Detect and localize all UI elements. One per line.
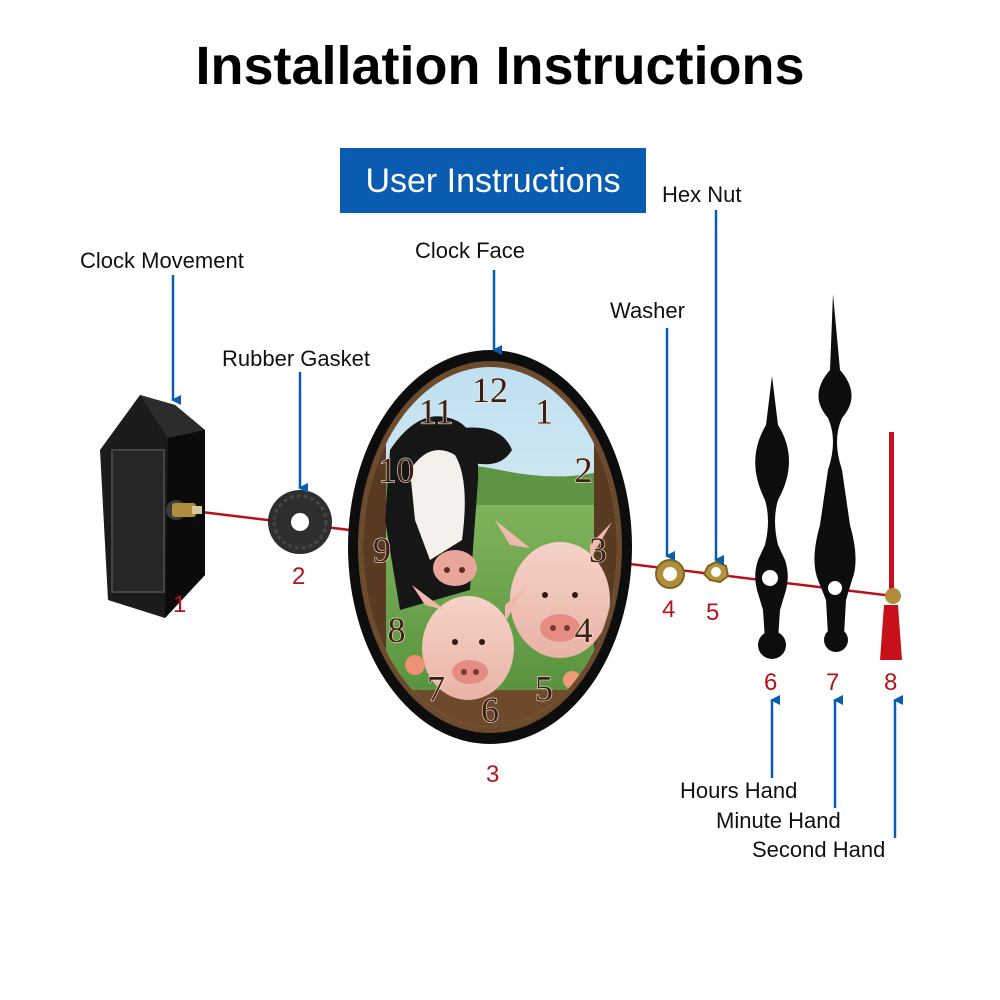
part-number-3: 3 — [486, 761, 499, 788]
label-second-hand: Second Hand — [752, 837, 885, 862]
user-instructions-label: User Instructions — [365, 162, 620, 200]
label-clock-movement: Clock Movement — [80, 248, 244, 273]
minute-hand — [814, 294, 856, 652]
pig-right-illustration — [495, 520, 612, 658]
label-washer: Washer — [610, 298, 685, 323]
dial-number: 6 — [481, 690, 499, 730]
hex-nut — [702, 560, 730, 584]
part-number-8: 8 — [884, 669, 897, 696]
dial-number: 7 — [427, 669, 445, 709]
dial-number: 8 — [388, 610, 406, 650]
label-rubber-gasket: Rubber Gasket — [222, 346, 370, 371]
clock-movement — [100, 395, 205, 618]
washer — [655, 559, 685, 589]
part-number-5: 5 — [706, 599, 719, 626]
part-number-4: 4 — [662, 596, 675, 623]
hours-hand — [755, 376, 789, 659]
rubber-gasket — [268, 490, 332, 554]
dial-number: 4 — [575, 610, 593, 650]
part-number-1: 1 — [173, 591, 186, 618]
part-number-7: 7 — [826, 669, 839, 696]
part-number-6: 6 — [764, 669, 777, 696]
flower-left-icon — [405, 655, 425, 675]
pig-left-illustration — [412, 585, 525, 700]
dial-number: 10 — [379, 450, 415, 490]
dial-number: 12 — [472, 370, 508, 410]
user-instructions-banner — [340, 148, 646, 213]
dial-number: 2 — [575, 450, 593, 490]
label-clock-face: Clock Face — [415, 238, 525, 263]
dial-number: 5 — [535, 669, 553, 709]
label-minute-hand: Minute Hand — [716, 808, 841, 833]
part-number-2: 2 — [292, 563, 305, 590]
cow-illustration — [385, 416, 512, 610]
page-title: Installation Instructions — [195, 36, 804, 96]
dial-number: 9 — [373, 530, 391, 570]
label-hex-nut: Hex Nut — [662, 182, 741, 207]
dial-number: 3 — [589, 530, 607, 570]
second-hand — [880, 432, 902, 660]
label-hours-hand: Hours Hand — [680, 778, 797, 803]
dial-number: 1 — [535, 391, 553, 431]
dial-number: 11 — [419, 391, 454, 431]
